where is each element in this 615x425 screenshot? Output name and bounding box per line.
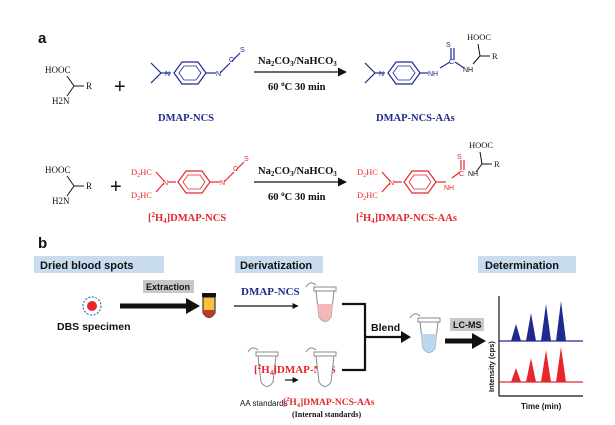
c-atom: C: [229, 57, 234, 64]
peak-blue-2: [526, 313, 536, 341]
plus-sign: +: [110, 176, 122, 198]
aa-nh2: H2N: [52, 196, 70, 206]
product-nh-1: NH: [444, 185, 454, 192]
header-dbs: Dried blood spots: [40, 260, 134, 272]
y-axis-label: Intensity (cps): [487, 341, 496, 392]
n-atom: N: [220, 180, 225, 187]
aa-cooh: HOOC: [45, 165, 71, 175]
product-nh-2: NH: [463, 67, 473, 74]
peak-red-4: [556, 347, 566, 382]
product-1-structure: [364, 48, 465, 85]
aa-cooh: HOOC: [45, 65, 71, 75]
aa-r: R: [86, 181, 92, 191]
product-r: R: [492, 51, 498, 61]
amino-acid-1: HOOC R H2N: [45, 65, 92, 106]
s-atom: S: [244, 156, 249, 163]
peak-red-3: [541, 350, 551, 382]
n-atom: N: [165, 71, 170, 78]
peak-blue-4: [556, 301, 566, 341]
dbs-spot-icon: [82, 296, 102, 316]
reaction-2: HOOC R H2N + D2HC D2HC N N C S [2H4]DMAP…: [45, 140, 500, 225]
header-box-determ: [478, 256, 576, 273]
c-atom: C: [449, 59, 454, 66]
aa-r: R: [86, 81, 92, 91]
d4-dmap-ncs-aas-label: [2H4]DMAP-NCS-AAs: [356, 211, 457, 225]
peak-red-1: [511, 368, 521, 382]
d2hc-bottom: D2HC: [357, 190, 378, 202]
dmap-ncs-label: DMAP-NCS: [158, 113, 214, 124]
peak-blue-3: [541, 304, 551, 341]
blended-tube-icon: [409, 313, 441, 353]
header-deriv: Derivatization: [240, 260, 312, 272]
dbs-specimen-label: DBS specimen: [57, 321, 131, 333]
dmap-ncs-aas-label: DMAP-NCS-AAs: [376, 113, 455, 124]
internal-sub-label: (Internal standards): [292, 410, 361, 419]
product-r: R: [494, 159, 500, 169]
product-nh-2: NH: [468, 171, 478, 178]
c-atom: C: [233, 166, 238, 173]
extract-tube-icon: [202, 293, 216, 318]
s-atom: S: [240, 47, 245, 54]
lcms-box: [450, 318, 484, 331]
product-2-structure: [381, 160, 465, 194]
header-box-dbs: [34, 256, 164, 273]
dmap-ncs-reagent-label: DMAP-NCS: [241, 286, 300, 298]
aa-nh2: H2N: [52, 96, 70, 106]
condition-bottom: 60 oC 30 min: [268, 190, 326, 203]
header-determ: Determination: [485, 260, 559, 272]
dmap-ncs-structure: [150, 52, 241, 85]
extraction-box: [143, 280, 194, 293]
sample-tube-icon: [305, 282, 337, 322]
blend-label: Blend: [371, 322, 400, 334]
product-cooh: HOOC: [467, 32, 491, 42]
product-s: S: [446, 42, 451, 49]
x-axis-label: Time (min): [521, 402, 562, 411]
panel-a-label: a: [38, 30, 47, 47]
n-atom: N: [389, 180, 394, 187]
condition-bottom: 60 oC 30 min: [268, 80, 326, 93]
internal-label: [2H4]DMAP-NCS-AAs: [283, 396, 375, 409]
peak-blue-1: [511, 324, 521, 341]
lcms-label: LC-MS: [453, 320, 482, 330]
internal-standard-tube-icon: [305, 347, 337, 387]
n-atom: N: [216, 71, 221, 78]
n-atom: N: [379, 71, 384, 78]
d4-dmap-ncs-structure: [155, 161, 245, 194]
d2hc-bottom: D2HC: [131, 190, 152, 202]
plus-sign: +: [114, 76, 126, 98]
d4-dmap-ncs-label: [2H4]DMAP-NCS: [148, 211, 226, 225]
product-nh-1: NH: [428, 71, 438, 78]
amino-acid-2: HOOC R H2N: [45, 165, 92, 206]
condition-top: Na2CO3/NaHCO3: [258, 166, 337, 178]
d2hc-top: D2HC: [357, 167, 378, 179]
condition-top: Na2CO3/NaHCO3: [258, 56, 337, 68]
header-box-deriv: [235, 256, 323, 273]
blend-bracket: [342, 302, 403, 372]
product-s: S: [457, 154, 462, 161]
reaction-1: HOOC R H2N + N N C S DMAP-NCS Na2CO3/NaH…: [45, 32, 498, 124]
n-atom: N: [163, 180, 168, 187]
extraction-label: Extraction: [146, 282, 190, 292]
product-cooh: HOOC: [469, 140, 493, 150]
peak-red-2: [526, 358, 536, 382]
chromatogram: [498, 296, 583, 397]
c-atom: C: [459, 171, 464, 178]
panel-b-label: b: [38, 235, 47, 252]
aa-standards-label: AA standards: [240, 399, 288, 408]
d2hc-top: D2HC: [131, 167, 152, 179]
aa-standards-tube-icon: [247, 347, 279, 387]
